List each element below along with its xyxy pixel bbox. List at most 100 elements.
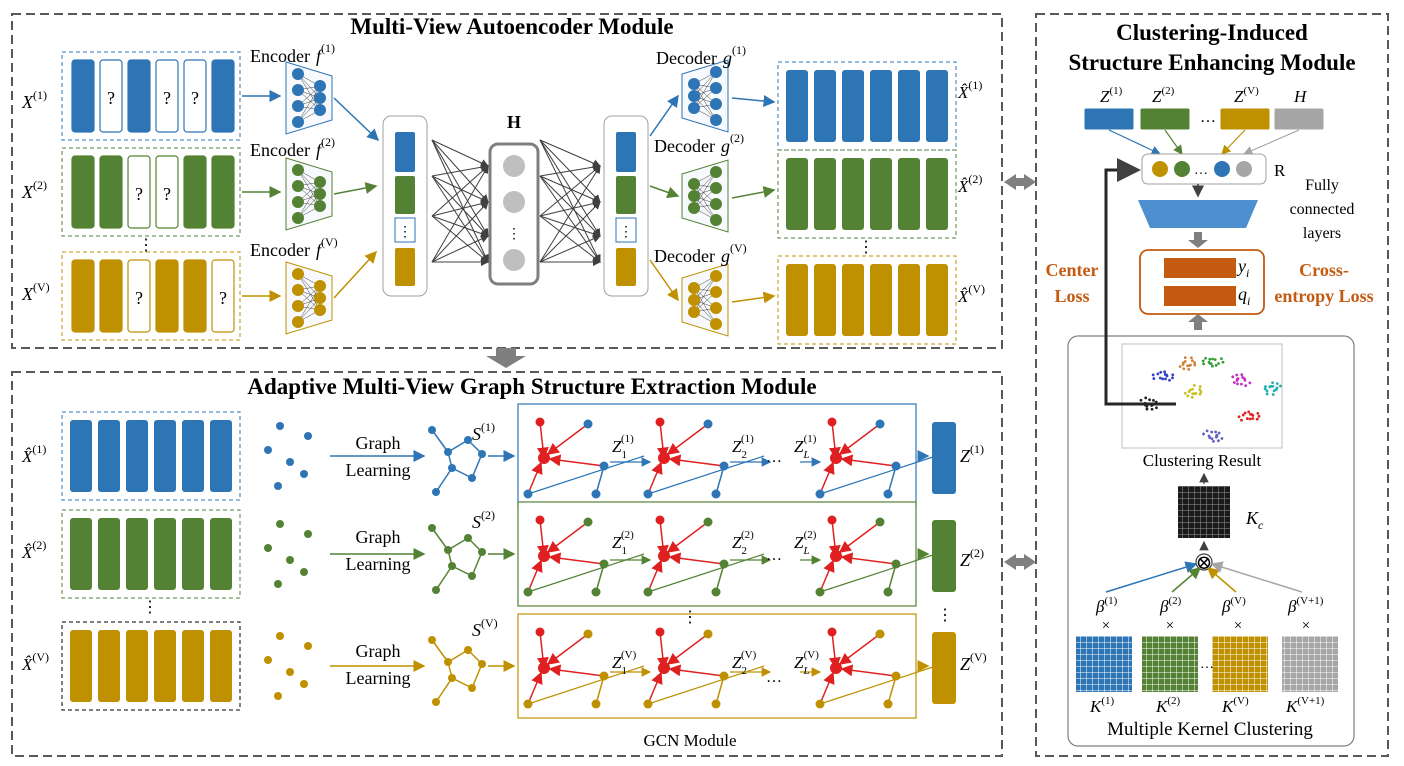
gcn-node [591,699,601,709]
gcn-message-edge [647,671,663,705]
encoder-neuron [292,84,304,96]
kernel-weight-arrow [1210,561,1303,593]
cluster-point [1191,387,1194,391]
gcn-node [827,417,837,427]
cluster-point [1208,357,1212,361]
r-vector-dots: … [1194,163,1208,178]
gcn-message-edge [838,633,881,665]
gcn-message-edge [668,454,725,467]
decoder-neuron [688,202,700,214]
gcn-message-edge [668,552,725,565]
encoded-column-gold-block [395,248,415,286]
cluster-point [1248,417,1252,421]
feature-bar [71,155,95,229]
encoder-network [285,261,333,335]
s-label-v: S(V) [472,616,498,640]
ae-output-label-2: X̂(2) [957,172,982,196]
fc-edge [539,139,601,167]
r-vector-node [1174,161,1190,177]
cluster-point [1163,370,1166,374]
encoder-neuron [314,280,326,292]
center-loss-line1: Center [1046,260,1099,280]
reconstructed-bar [786,264,808,336]
decoder-edge [693,183,717,221]
feature-bar [183,155,207,229]
svg-text:Z(1): Z(1) [960,442,984,466]
decoder-neuron [688,306,700,318]
cluster-point [1198,385,1202,388]
reconstructed-bar [786,70,808,142]
gcn-node [883,587,893,597]
svg-text:X̂(1): X̂(1) [21,442,46,466]
gcn-edge [819,553,937,593]
fc-edge [431,165,489,263]
cluster-point [1144,396,1148,400]
kc-matrix [1178,486,1230,538]
encoded-column-blue-block [395,132,415,172]
down-arrow-ae-to-graph [486,348,526,368]
graph-edge [431,527,449,551]
graph-learning-v-line1: Graph [356,641,401,661]
gcn-node [535,417,545,427]
cluster-top-label-zv: Z(V) [1234,85,1259,106]
graph-input-bar [210,420,232,492]
times-v1: × [1302,618,1310,634]
cluster-point [1278,384,1282,388]
svg-text:X(V): X(V) [21,280,50,304]
beta-label-2: β(2) [1159,595,1182,616]
data-point [264,656,272,664]
graph-input-bar [154,518,176,590]
cluster-point [1211,357,1214,361]
svg-text:Z(1): Z(1) [1100,85,1123,106]
ce-loss-line1: Cross- [1299,260,1349,280]
decoded-column-ellipsis: ⋮ [619,225,633,240]
gcn-node [599,559,609,569]
gcn-node [655,417,665,427]
data-point [276,632,284,640]
cluster-point [1271,393,1275,396]
gcn-node [815,587,825,597]
cluster-top-label-h: H [1293,87,1308,106]
decoder-edge [693,71,717,109]
graph-node [448,674,456,682]
graph-node [478,450,486,458]
gcn-node [711,587,721,597]
cluster-point [1214,364,1218,367]
cluster-point [1217,431,1221,435]
z-output-block [932,520,956,592]
kernel-matrix [1212,636,1268,692]
z-output-label-2: Z(2) [960,546,984,570]
data-point [276,422,284,430]
cluster-point [1152,377,1156,380]
reconstructed-bar [926,70,948,142]
decoder-neuron [710,182,722,194]
gcn-node [891,559,901,569]
graph-node [432,586,440,594]
reconstructed-bar [898,70,920,142]
gcn-message-edge [838,521,881,553]
center-loss-feedback-arrow [1104,158,1176,406]
gcn-node [591,587,601,597]
graph-node [464,534,472,542]
decoder-network [681,263,729,337]
cluster-top-label-z2: Z(2) [1152,85,1175,106]
gcn-node [875,629,885,639]
svg-text:X̂(1): X̂(1) [957,78,982,102]
gcn-node [891,461,901,471]
latent-neuron [503,249,525,271]
kernel-weight-arrow [1171,567,1202,593]
graph-node [432,488,440,496]
encoder-neuron [314,80,326,92]
graph-learning-1-line1: Graph [356,433,401,453]
missing-mark: ? [107,88,115,108]
cluster-point [1213,358,1217,362]
svg-text:β(V+1): β(V+1) [1287,595,1324,616]
gcn-center-node [538,452,550,464]
r-vector-frame [1141,153,1267,185]
svg-text:Z(V): Z(V) [960,650,987,674]
svg-text:…: … [766,449,782,466]
encoder-edge [297,273,321,311]
